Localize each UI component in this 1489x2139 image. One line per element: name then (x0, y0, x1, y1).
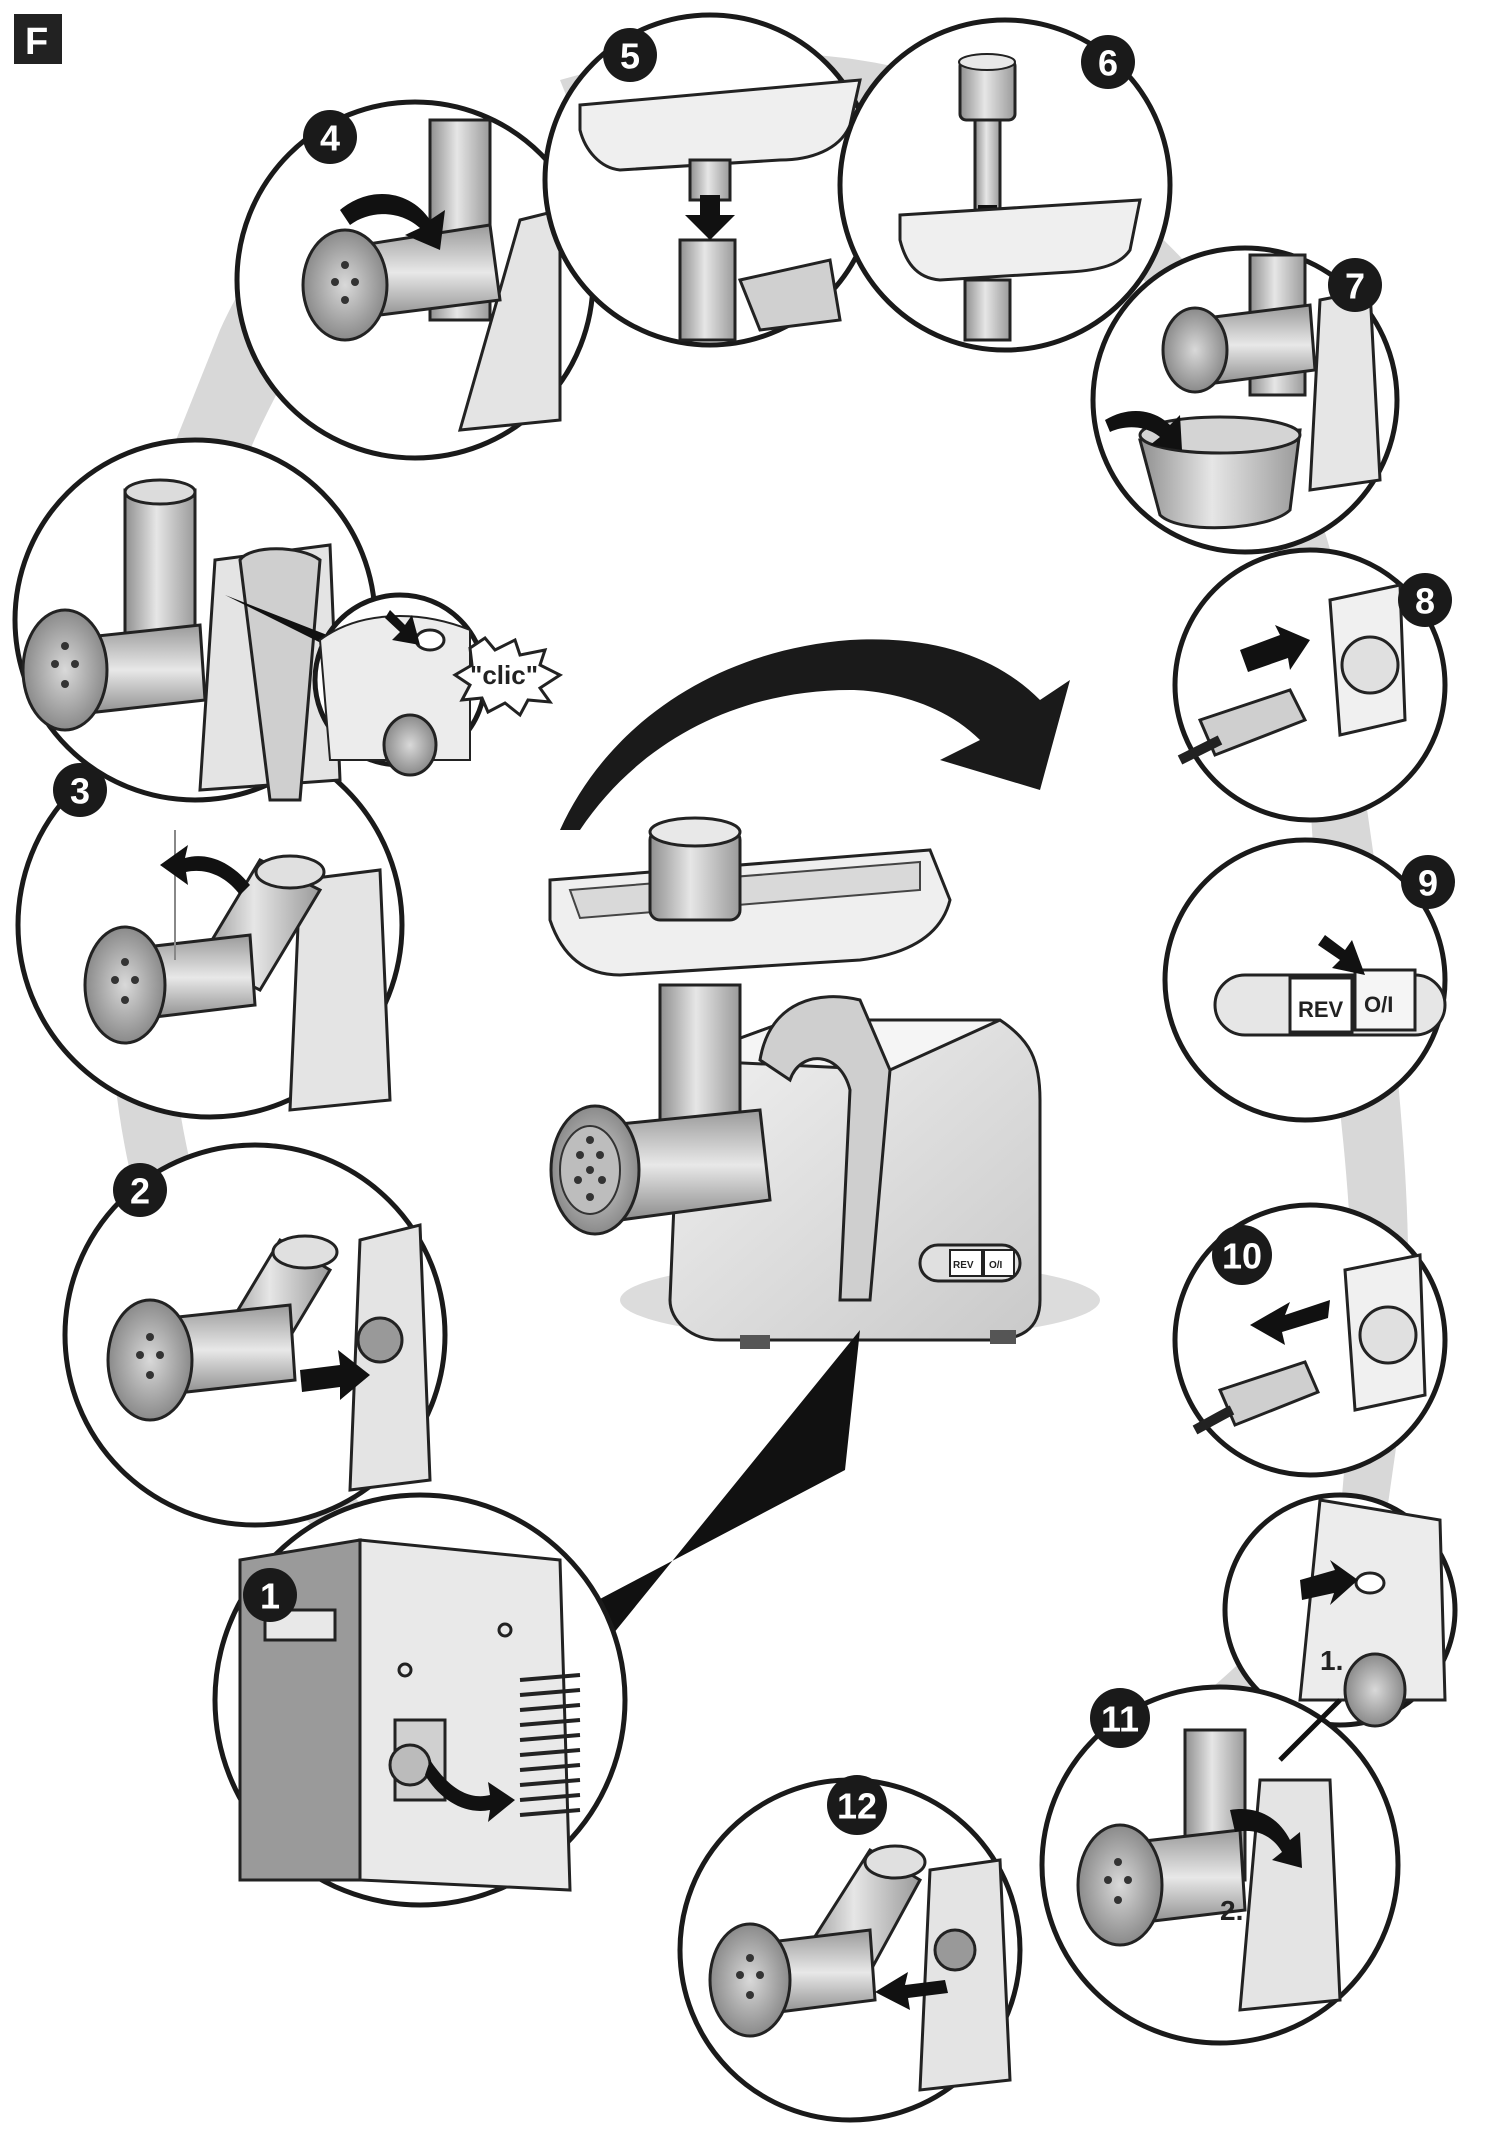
press-arrow-icon (1318, 935, 1365, 975)
step-11-panel: 1. 2. (1039, 1492, 1458, 2046)
tilt-arrow-icon (160, 845, 250, 895)
step-1-panel (212, 1492, 628, 1908)
step-badge-3: 3 (53, 763, 107, 817)
press-pin-arrow-icon (385, 610, 420, 645)
pull-arrow-icon (1250, 1300, 1330, 1345)
step-badge-2: 2 (113, 1163, 167, 1217)
step-badge-8-label: 8 (1415, 581, 1435, 622)
clic-burst: "clic" (452, 636, 564, 718)
step-badge-2-label: 2 (130, 1171, 150, 1212)
step-badges: 1 2 3 4 5 6 7 8 9 10 11 12 (53, 28, 1455, 1835)
rev-label: REV (1298, 997, 1344, 1022)
step-12-panel (677, 1777, 1023, 2123)
small-onoff-label: O/I (989, 1260, 1003, 1271)
section-badge: F (14, 14, 62, 64)
step-badge-10-label: 10 (1222, 1236, 1262, 1277)
step-badge-3-label: 3 (70, 771, 90, 812)
step-badge-11-label: 11 (1101, 1699, 1139, 1740)
step-9-panel: REV O/I (1162, 837, 1448, 1123)
step-badge-12-label: 12 (837, 1786, 877, 1827)
step-badge-5-label: 5 (620, 36, 640, 77)
step-3-panel (15, 730, 405, 1120)
step-badge-11: 11 (1090, 1688, 1150, 1748)
step-3-click-panel: "clic" (12, 437, 564, 803)
step-6-panel (837, 17, 1173, 353)
step-badge-9-label: 9 (1418, 863, 1438, 904)
down-arrow-icon (685, 195, 735, 240)
step-2-panel (62, 1142, 448, 1528)
step-badge-12: 12 (827, 1775, 887, 1835)
push-arrow-icon (1240, 625, 1310, 672)
step-8-panel (1172, 547, 1448, 823)
step-badge-5: 5 (603, 28, 657, 82)
step-badge-6-label: 6 (1098, 43, 1118, 84)
step-badge-4-label: 4 (320, 118, 340, 159)
step-badge-6: 6 (1081, 35, 1135, 89)
rotate-arrow-icon (340, 193, 445, 250)
insert-arrow-icon (300, 1350, 370, 1400)
onoff-label: O/I (1364, 992, 1393, 1017)
step-5-panel (542, 12, 878, 348)
sub-step-1-label: 1. (1320, 1645, 1343, 1676)
curved-arrow-icon (1105, 410, 1182, 450)
step-badge-10: 10 (1212, 1225, 1272, 1285)
sub-step-2-label: 2. (1220, 1895, 1243, 1926)
step-badge-9: 9 (1401, 855, 1455, 909)
step-badge-1: 1 (243, 1568, 297, 1622)
rotation-arrow-icon (560, 639, 1070, 830)
step-badge-7: 7 (1328, 258, 1382, 312)
swivel-arrow-icon (425, 1760, 515, 1822)
step-badge-1-label: 1 (260, 1576, 280, 1617)
step-badge-7-label: 7 (1345, 266, 1365, 307)
step-badge-4: 4 (303, 110, 357, 164)
step-7-panel (1090, 245, 1400, 555)
push-button-arrow-icon (1300, 1560, 1358, 1605)
turn-arrow-icon (1230, 1809, 1302, 1868)
section-badge-label: F (25, 21, 48, 63)
step-4-panel (234, 99, 596, 461)
clic-label: "clic" (470, 660, 538, 690)
central-meat-grinder: REV O/I (548, 639, 1100, 1650)
small-rev-label: REV (953, 1260, 974, 1271)
step-badge-8: 8 (1398, 573, 1452, 627)
pull-out-arrow-icon (875, 1972, 948, 2010)
